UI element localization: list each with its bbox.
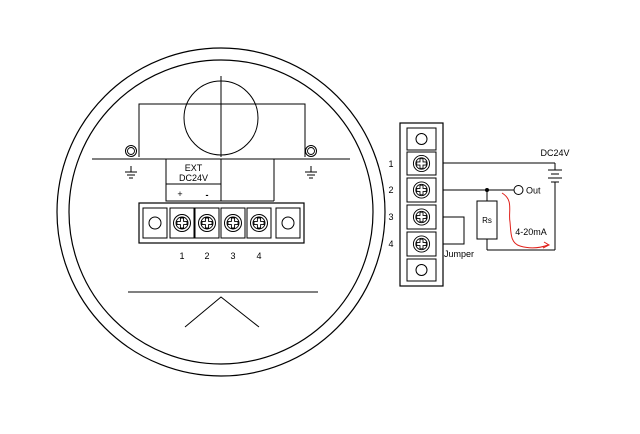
screw-terminal-icon — [250, 214, 268, 232]
screw-terminal-icon — [412, 154, 431, 173]
resistor-label: Rs — [482, 216, 492, 225]
screw-terminal-icon — [412, 181, 431, 199]
terminal-cell — [142, 207, 168, 239]
mounting-hole-icon — [281, 216, 295, 230]
terminal-number-4: 4 — [256, 251, 261, 261]
terminal-slot-top — [406, 127, 437, 151]
terminal-slot-bottom — [406, 258, 437, 282]
ext-label-line2: DC24V — [179, 173, 208, 183]
pin-number-1: 1 — [388, 159, 393, 169]
out-label: Out — [526, 186, 541, 196]
top-bracket — [138, 103, 306, 157]
ext-label-box — [165, 158, 222, 202]
terminal-cell — [220, 207, 246, 239]
terminal-number-1: 1 — [179, 251, 184, 261]
housing-inner-ring — [68, 59, 374, 365]
terminal-slot-4 — [406, 231, 437, 257]
terminal-number-3: 3 — [230, 251, 235, 261]
housing-outer-ring — [56, 47, 386, 377]
out-terminal — [513, 185, 524, 195]
screw-terminal-icon — [198, 214, 216, 232]
ext-label-line1: EXT — [185, 163, 203, 173]
terminal-cell — [246, 207, 272, 239]
jumper-label: Jumper — [444, 249, 474, 259]
ground-icon — [304, 166, 318, 179]
minus-label: - — [206, 190, 209, 200]
wiring-schematic: 1 2 3 4 DC24V Out Rs 4-20mA Jum — [388, 122, 570, 287]
screw-terminal-icon — [224, 214, 242, 232]
mounting-screw-right — [305, 145, 317, 157]
battery-icon — [548, 163, 562, 250]
screw-terminal-icon — [412, 235, 431, 253]
terminal-slot-1 — [406, 151, 437, 176]
mounting-screw-left — [125, 145, 137, 157]
mounting-hole-icon — [415, 133, 428, 145]
current-label: 4-20mA — [515, 227, 547, 237]
screw-terminal-icon — [173, 214, 191, 232]
housing: EXT DC24V + - 1 2 3 4 — [56, 47, 386, 377]
terminal-cell — [275, 207, 301, 239]
jumper-wire — [443, 216, 465, 245]
terminal-cell — [194, 207, 220, 239]
terminal-cell — [169, 207, 195, 239]
ground-icon — [124, 166, 138, 179]
pin-number-4: 4 — [388, 239, 393, 249]
terminal-number-2: 2 — [204, 251, 209, 261]
screw-terminal-icon — [412, 208, 431, 226]
supply-label: DC24V — [540, 148, 569, 158]
terminal-slot-3 — [406, 204, 437, 230]
plus-label: + — [177, 189, 182, 199]
mounting-hole-icon — [148, 216, 162, 230]
display-window — [183, 80, 259, 156]
pin-number-2: 2 — [388, 185, 393, 195]
current-flow-arrow — [501, 192, 549, 249]
current-arrowhead — [542, 241, 551, 249]
terminal-slot-2 — [406, 177, 437, 203]
mounting-hole-icon — [415, 264, 428, 276]
bottom-notch — [184, 296, 260, 328]
pin-number-3: 3 — [388, 212, 393, 222]
